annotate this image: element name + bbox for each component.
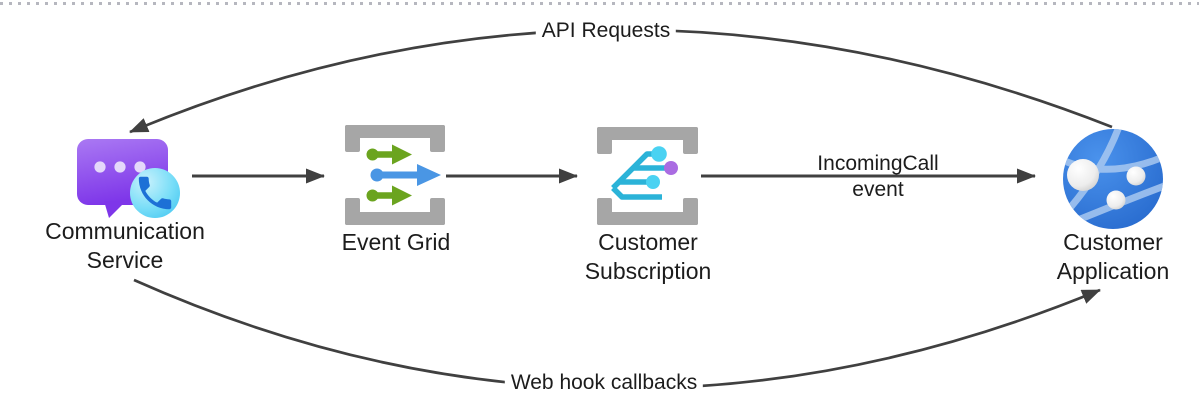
customer-subscription-label-line2: Subscription <box>584 258 712 284</box>
event-grid-arrows-icon <box>366 144 441 206</box>
event-grid-label-line1: Event Grid <box>341 229 451 255</box>
globe-icon <box>1063 129 1163 229</box>
communication-service-label-line2: Service <box>86 247 164 273</box>
incoming-call-edge-label-line1: IncomingCall <box>817 152 939 175</box>
communication-service-label: Communication Service <box>45 217 205 275</box>
web-hook-callbacks-edge-label: Web hook callbacks <box>504 370 704 396</box>
customer-application-label-line2: Application <box>1056 258 1170 284</box>
communication-service-label-line1: Communication <box>45 218 205 244</box>
customer-subscription-label: Customer Subscription <box>585 228 712 286</box>
api-requests-curve-arrow <box>129 28 1113 134</box>
customer-application-label: Customer Application <box>1057 228 1170 286</box>
customer-application-label-line1: Customer <box>1063 229 1163 255</box>
page-top-dotted-border <box>0 2 1199 5</box>
incoming-call-event-edge-label: IncomingCall event <box>817 151 938 203</box>
event-grid-label: Event Grid <box>342 228 451 257</box>
subscription-dot-cyan-bottom-icon <box>646 175 660 189</box>
bracket-frame-icon <box>345 125 445 225</box>
customer-subscription-icon <box>597 127 698 225</box>
subscription-dot-cyan-top-icon <box>651 146 667 162</box>
customer-application-icon <box>1063 129 1163 229</box>
communication-service-icon <box>77 139 180 218</box>
phone-icon <box>130 168 180 218</box>
globe-node-large-icon <box>1067 159 1099 191</box>
incoming-call-edge-label-line2: event <box>852 178 904 201</box>
globe-node-bottom-icon <box>1106 190 1126 210</box>
customer-subscription-label-line1: Customer <box>598 229 698 255</box>
bracket-frame-icon <box>597 127 698 225</box>
event-grid-icon <box>345 125 445 225</box>
globe-node-right-icon <box>1126 166 1146 186</box>
subscription-dot-purple-icon <box>664 161 678 175</box>
api-requests-edge-label: API Requests <box>535 18 677 44</box>
